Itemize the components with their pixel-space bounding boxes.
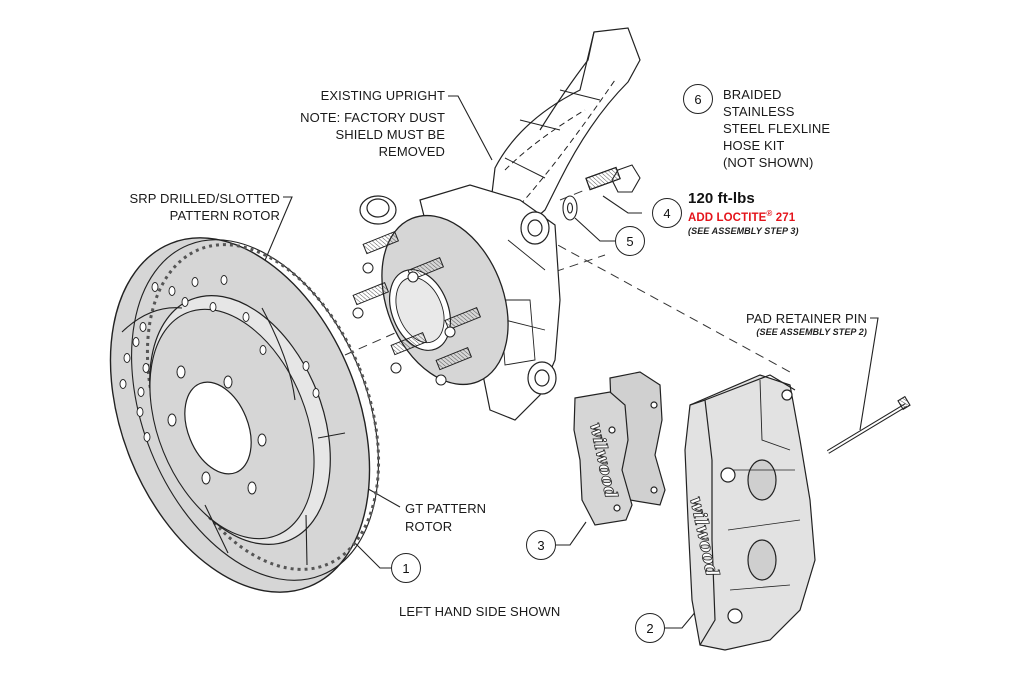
- rotor[interactable]: [61, 199, 425, 630]
- label-line: NOTE: FACTORY DUST: [300, 110, 445, 125]
- leader-callout-5: [574, 217, 615, 242]
- brake-pads[interactable]: wilwood: [573, 371, 666, 526]
- loctite-suffix: 271: [772, 211, 796, 224]
- label-line: PAD RETAINER PIN: [745, 311, 867, 326]
- label-line: GT PATTERN: [405, 501, 487, 516]
- callout-4[interactable]: 4: [652, 198, 682, 228]
- label-dust-shield-note: NOTE: FACTORY DUST SHIELD MUST BE REMOVE…: [280, 109, 445, 160]
- label-line: STAINLESS: [723, 104, 795, 119]
- label-line: STEEL FLEXLINE: [723, 121, 831, 136]
- washer[interactable]: [562, 195, 578, 221]
- label-rotor-srp: SRP DRILLED/SLOTTED PATTERN ROTOR: [110, 190, 280, 224]
- torque-spec: 120 ft-lbs: [688, 190, 755, 207]
- leader-callout-1: [351, 539, 391, 569]
- callout-3[interactable]: 3: [526, 530, 556, 560]
- leader-callout-3: [556, 521, 587, 546]
- registered-mark: ®: [766, 209, 773, 218]
- label-line: BRAIDED: [723, 87, 782, 102]
- label-rotor-gt: GT PATTERN ROTOR: [405, 500, 486, 536]
- assembly-step-note: (SEE ASSEMBLY STEP 3): [688, 225, 799, 236]
- leader-lines: [245, 95, 879, 629]
- label-existing-upright: EXISTING UPRIGHT: [300, 88, 445, 103]
- leader-callout-4: [602, 195, 642, 214]
- hub[interactable]: [352, 197, 532, 404]
- label-line: ROTOR: [405, 519, 453, 534]
- label-bolt-torque: 120 ft-lbs ADD LOCTITE® 271 (SEE ASSEMBL…: [688, 191, 799, 237]
- caliper[interactable]: wilwood: [684, 374, 816, 651]
- loctite-instruction: ADD LOCTITE® 271: [688, 207, 799, 225]
- callout-number: 1: [402, 560, 410, 576]
- callout-2[interactable]: 2: [635, 613, 665, 643]
- callout-6[interactable]: 6: [683, 84, 713, 114]
- callout-number: 3: [537, 537, 545, 553]
- callout-number: 2: [646, 620, 654, 636]
- label-side-shown: LEFT HAND SIDE SHOWN: [399, 604, 561, 619]
- label-line: HOSE KIT: [723, 138, 785, 153]
- rotor-slots: [121, 307, 346, 566]
- leader-existing-upright: [448, 95, 493, 161]
- assembly-step-note: (SEE ASSEMBLY STEP 2): [756, 327, 867, 337]
- callout-number: 4: [663, 205, 671, 221]
- leader-pad-retainer-pin: [859, 317, 879, 431]
- label-line: PATTERN ROTOR: [169, 208, 280, 223]
- callout-5[interactable]: 5: [615, 226, 645, 256]
- label-pad-retainer-pin: PAD RETAINER PIN (SEE ASSEMBLY STEP 2): [700, 311, 867, 338]
- loctite-prefix: ADD LOCTITE: [688, 211, 767, 224]
- pad-retainer-pin[interactable]: [826, 395, 911, 454]
- wheel-studs: [352, 230, 482, 386]
- label-line: REMOVED: [378, 144, 445, 159]
- label-line: (NOT SHOWN): [723, 155, 814, 170]
- callout-1[interactable]: 1: [391, 553, 421, 583]
- callout-number: 6: [694, 91, 702, 107]
- callout-number: 5: [626, 233, 634, 249]
- rotor-drilled-holes: [119, 275, 320, 442]
- label-line: EXISTING UPRIGHT: [320, 88, 445, 103]
- label-line: SRP DRILLED/SLOTTED: [129, 191, 280, 206]
- bolt[interactable]: [585, 164, 641, 193]
- label-line: SHIELD MUST BE: [335, 127, 445, 142]
- label-hose-kit: BRAIDED STAINLESS STEEL FLEXLINE HOSE KI…: [723, 86, 830, 171]
